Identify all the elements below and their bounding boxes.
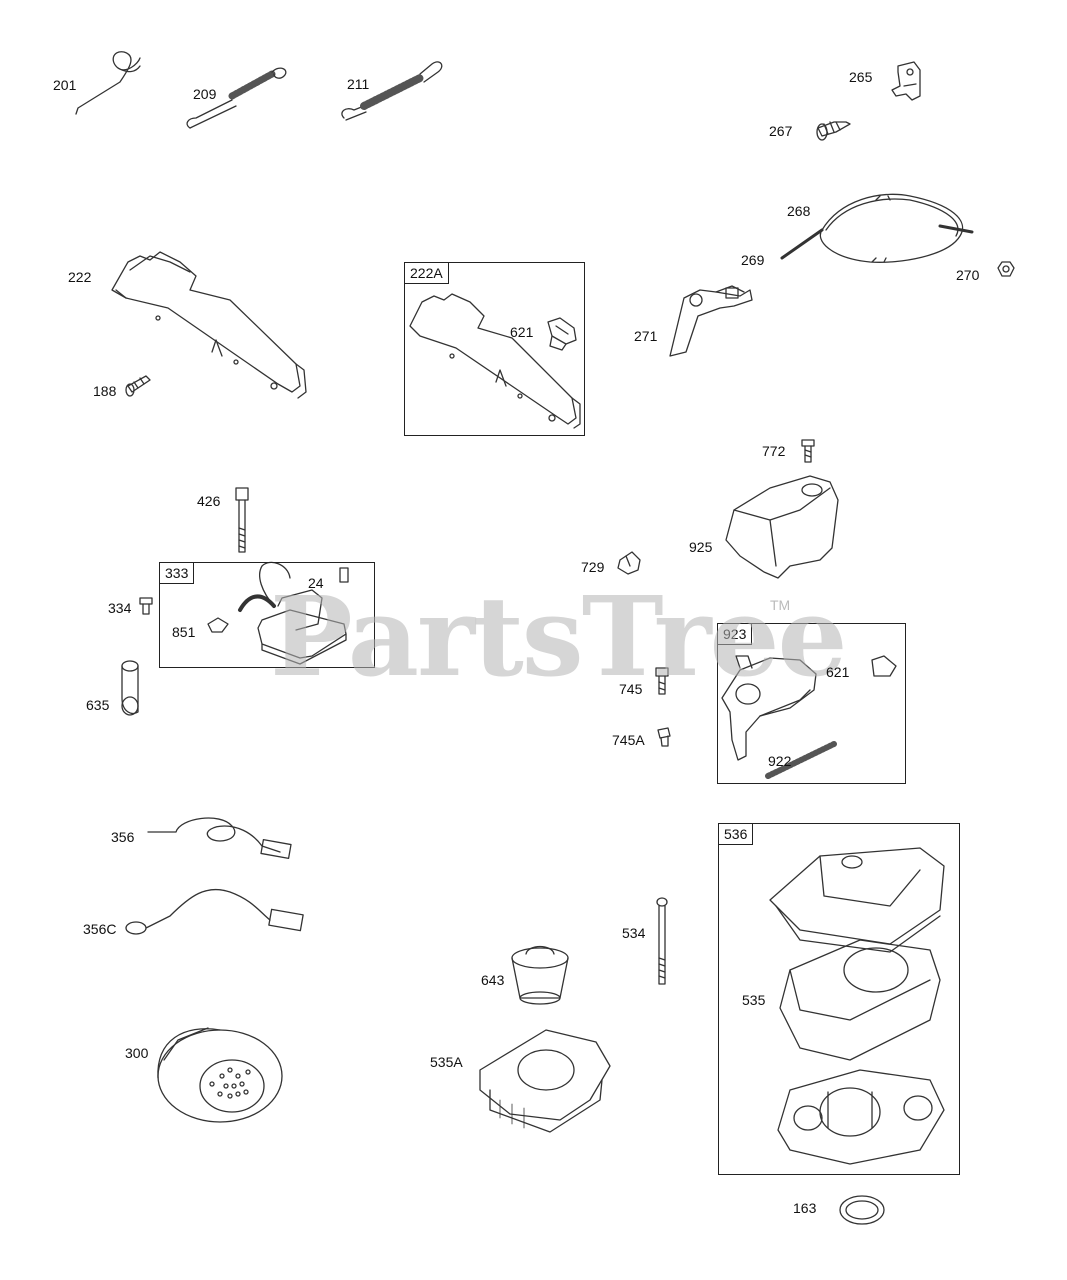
part-211-extension-spring <box>341 61 443 121</box>
callout-268[interactable]: 268 <box>787 203 811 219</box>
callout-209[interactable]: 209 <box>193 86 217 102</box>
part-643-stack <box>511 945 569 1005</box>
callout-635[interactable]: 635 <box>86 697 110 713</box>
part-201-spring-clip <box>75 51 141 115</box>
callout-163[interactable]: 163 <box>793 1200 817 1216</box>
callout-851[interactable]: 851 <box>172 624 196 640</box>
group-tag-536: 536 <box>719 824 754 845</box>
callout-922[interactable]: 922 <box>768 753 792 769</box>
part-535-air-filter <box>779 939 941 1061</box>
callout-535[interactable]: 535 <box>742 992 766 1008</box>
callout-729[interactable]: 729 <box>581 559 605 575</box>
callout-426[interactable]: 426 <box>197 493 221 509</box>
part-745a-screw <box>657 727 671 747</box>
group-box-923: 923 <box>717 623 906 784</box>
part-24-pin <box>339 567 349 583</box>
part-772-bolt <box>801 439 815 463</box>
callout-356[interactable]: 356 <box>111 829 135 845</box>
group-box-222a: 222A <box>404 262 585 436</box>
part-635-spark-plug-boot <box>121 660 139 716</box>
part-426-bolt <box>235 487 249 553</box>
part-356-ground-wire <box>147 817 292 859</box>
part-222-control-bracket <box>111 251 307 399</box>
part-621-clip <box>547 317 577 351</box>
callout-270[interactable]: 270 <box>956 267 980 283</box>
part-356c-ground-wire <box>125 888 304 935</box>
callout-265[interactable]: 265 <box>849 69 873 85</box>
callout-772[interactable]: 772 <box>762 443 786 459</box>
group-tag-333: 333 <box>160 563 195 584</box>
callout-334[interactable]: 334 <box>108 600 132 616</box>
part-268-cable <box>780 193 974 263</box>
group-tag-222a: 222A <box>405 263 449 284</box>
callout-269[interactable]: 269 <box>741 252 765 268</box>
callout-222[interactable]: 222 <box>68 269 92 285</box>
callout-271[interactable]: 271 <box>634 328 658 344</box>
callout-267[interactable]: 267 <box>769 123 793 139</box>
callout-621-b[interactable]: 621 <box>826 664 850 680</box>
callout-534[interactable]: 534 <box>622 925 646 941</box>
callout-201[interactable]: 201 <box>53 77 77 93</box>
group-tag-923: 923 <box>718 624 753 645</box>
callout-211[interactable]: 211 <box>347 76 370 92</box>
part-925-blower-cover <box>725 475 839 579</box>
callout-356c[interactable]: 356C <box>83 921 117 937</box>
part-745-screw <box>655 667 669 695</box>
part-271-control-lever <box>669 285 753 357</box>
group-box-536: 536 <box>718 823 960 1175</box>
part-534-long-bolt <box>656 897 668 985</box>
watermark-trademark: TM <box>770 597 791 613</box>
part-209-extension-spring <box>186 67 287 129</box>
callout-925[interactable]: 925 <box>689 539 713 555</box>
part-300-muffler <box>157 1027 283 1123</box>
part-729-clip <box>617 551 641 575</box>
part-222a-control-bracket <box>409 293 581 429</box>
part-923-governor-assembly <box>721 655 897 779</box>
callout-643[interactable]: 643 <box>481 972 505 988</box>
callout-300[interactable]: 300 <box>125 1045 149 1061</box>
callout-535a[interactable]: 535A <box>430 1054 463 1070</box>
part-270-nut <box>997 261 1015 277</box>
callout-188[interactable]: 188 <box>93 383 117 399</box>
part-188-bolt <box>125 375 151 397</box>
part-163-gasket <box>839 1195 885 1225</box>
part-536-air-cleaner-base <box>777 1069 945 1165</box>
callout-745[interactable]: 745 <box>619 681 643 697</box>
part-535a-pre-filter <box>479 1029 611 1133</box>
callout-24[interactable]: 24 <box>308 575 324 591</box>
group-box-333: 333 <box>159 562 375 668</box>
part-265-cable-clip <box>891 61 921 101</box>
part-334-screw <box>139 597 153 615</box>
part-267-screw <box>816 121 851 141</box>
callout-745a[interactable]: 745A <box>612 732 645 748</box>
callout-621-a[interactable]: 621 <box>510 324 534 340</box>
part-333-ignition-armature <box>207 561 347 665</box>
